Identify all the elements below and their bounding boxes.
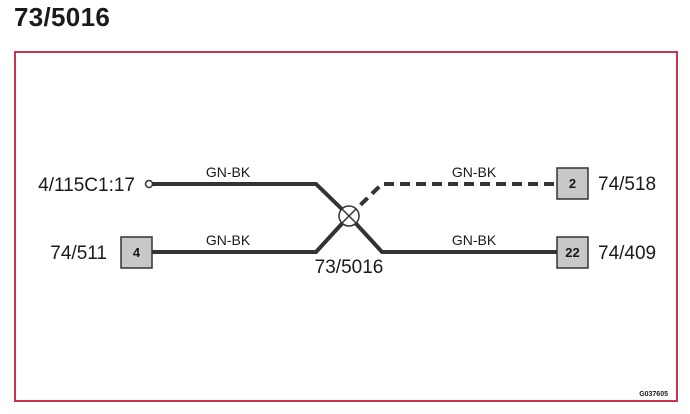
- endpoint-right-bottom: 74/409: [598, 243, 656, 264]
- pin-left-bottom: 4: [133, 245, 141, 260]
- splice-label: 73/5016: [315, 257, 384, 278]
- connector-left-bottom: 4: [120, 236, 153, 269]
- figure-code: G037605: [639, 391, 668, 398]
- wire-label-left-top: GN-BK: [206, 164, 251, 180]
- pin-right-bottom: 22: [565, 245, 579, 260]
- wire-label-right-top: GN-BK: [452, 164, 497, 180]
- connector-right-bottom: 22: [556, 236, 589, 269]
- wire-left-bottom: [152, 214, 351, 254]
- endpoint-left-top: 4/115C1:17: [38, 175, 135, 196]
- page-title: 73/5016: [14, 2, 111, 32]
- wire-left-top: [152, 182, 351, 218]
- wire-label-right-bottom: GN-BK: [452, 232, 497, 248]
- splice-icon: [338, 205, 360, 227]
- connector-right-top: 2: [556, 167, 589, 200]
- wire-right-top: [347, 182, 557, 218]
- endpoint-left-bottom: 74/511: [50, 243, 107, 264]
- wire-right-bottom: [347, 214, 557, 254]
- pin-right-top: 2: [569, 176, 576, 191]
- endpoint-right-top: 74/518: [598, 174, 656, 195]
- terminal-left-top: [144, 179, 154, 189]
- wire-label-left-bottom: GN-BK: [206, 232, 251, 248]
- diagram-frame: [14, 51, 678, 402]
